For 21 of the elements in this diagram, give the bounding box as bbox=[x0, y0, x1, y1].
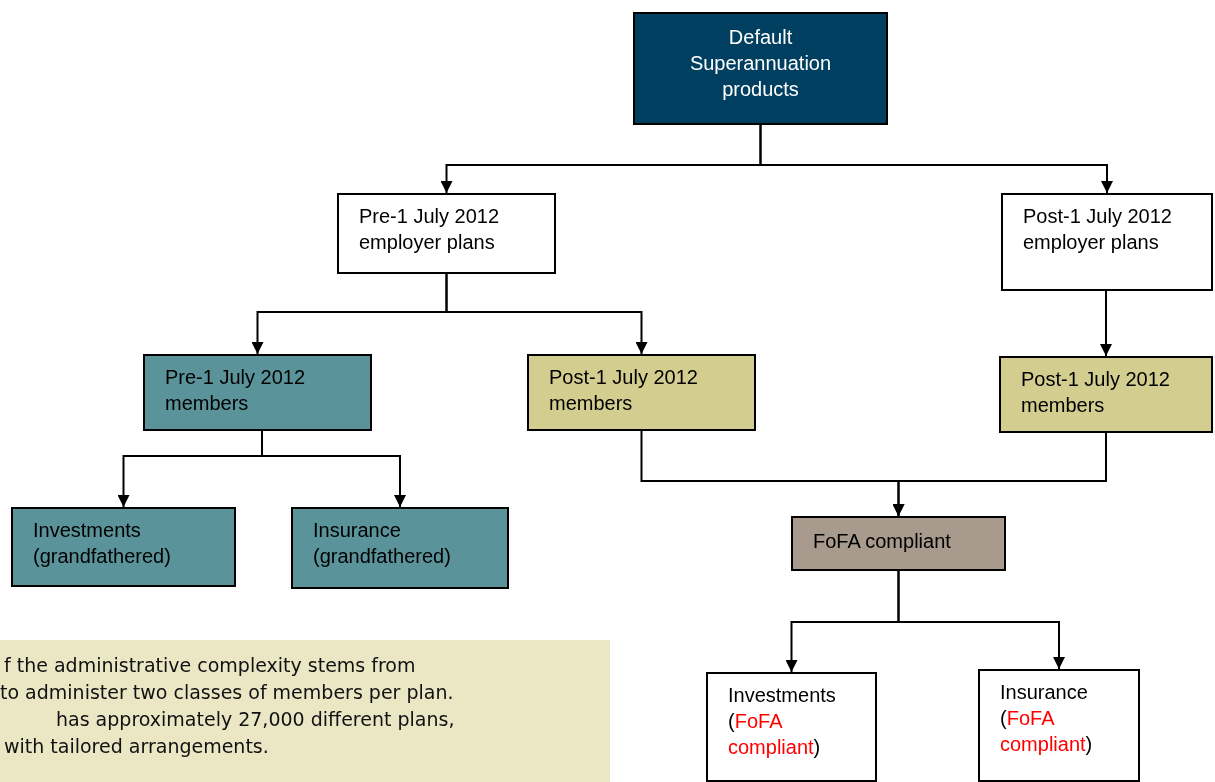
root-box: Default Superannuation products bbox=[633, 12, 888, 125]
member-box: Investments (grandfathered) bbox=[11, 507, 236, 587]
member-box: Post-1 July 2012 members bbox=[999, 356, 1213, 433]
connector-arrow bbox=[1100, 290, 1112, 357]
connector-arrow bbox=[261, 430, 406, 508]
note-text: f the administrative complexity stems from bbox=[3, 653, 417, 678]
category-box: Investments (FoFA compliant) bbox=[706, 672, 877, 782]
compliance-box: FoFA compliant bbox=[791, 516, 1006, 571]
connector-arrow bbox=[759, 124, 1113, 194]
connector-arrow bbox=[897, 570, 1065, 670]
connector-arrow bbox=[892, 432, 1107, 517]
member-box: Pre-1 July 2012 members bbox=[143, 354, 372, 431]
category-box: Post-1 July 2012 employer plans bbox=[1001, 193, 1213, 291]
category-box: Pre-1 July 2012 employer plans bbox=[337, 193, 556, 274]
note-text: with tailored arrangements. bbox=[3, 734, 270, 759]
connector-arrow bbox=[445, 273, 648, 355]
member-box: Insurance (grandfathered) bbox=[291, 507, 509, 589]
member-box: Post-1 July 2012 members bbox=[527, 354, 756, 431]
note-text: has approximately 27,000 different plans, bbox=[55, 707, 456, 732]
note-text: to administer two classes of members per plan. bbox=[0, 680, 455, 705]
category-box: Insurance (FoFA compliant) bbox=[978, 669, 1140, 782]
